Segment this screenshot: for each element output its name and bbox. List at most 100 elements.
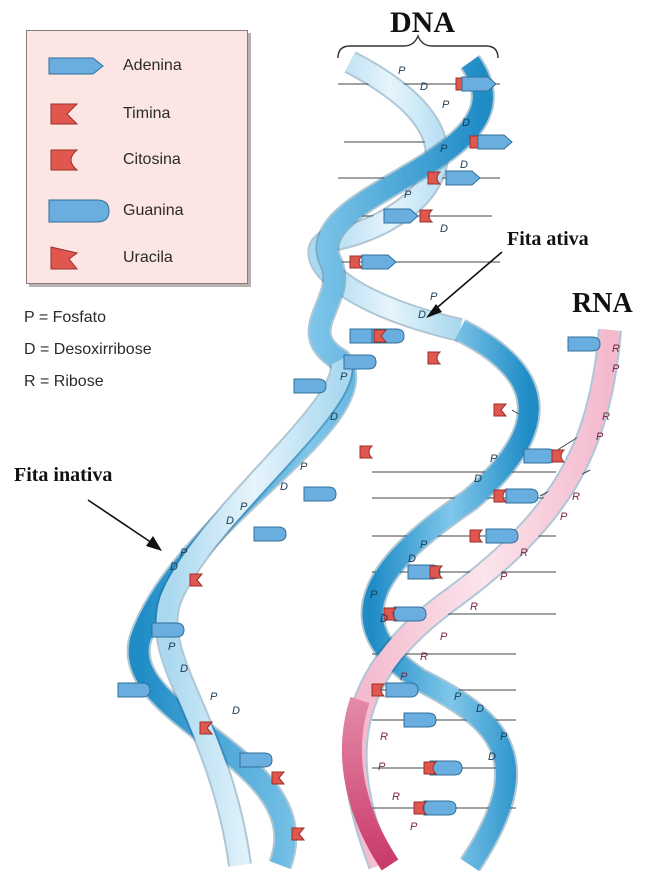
backbone-letter-phosphate: P [240, 501, 248, 513]
backbone-letter-phosphate: P [340, 371, 348, 383]
backbone-letter-deoxyribose: D [460, 159, 468, 171]
backbone-letter-phosphate: P [300, 461, 308, 473]
rna-strand-shadow [356, 330, 610, 865]
backbone-letter-deoxyribose: D [420, 81, 428, 93]
arrow-inactive-strand [88, 500, 162, 551]
legend-item-cytosine: Citosina [27, 145, 249, 175]
guanine-base [254, 527, 286, 541]
adenine-base [446, 171, 480, 185]
legend-label: Uracila [123, 249, 173, 267]
backbone-letter-phosphate: P [612, 363, 620, 375]
backbone-letter-deoxyribose: D [330, 411, 338, 423]
backbone-letter-ribose: R [392, 791, 400, 803]
backbone-letter-deoxyribose: D [476, 703, 484, 715]
backbone-letter-phosphate: P [490, 453, 498, 465]
adenine-base [478, 135, 512, 149]
thymine-base [190, 574, 202, 586]
guanine-base [386, 683, 418, 697]
backbone-letter-phosphate: P [180, 547, 188, 559]
backbone-letter-deoxyribose: D [474, 473, 482, 485]
legend-item-thymine: Timina [27, 99, 249, 129]
guanine-base [240, 753, 272, 767]
backbone-letter-phosphate: P [420, 539, 428, 551]
abbreviation-deoxyribose: D = Desoxirribose [24, 341, 152, 359]
rna-strand [356, 330, 610, 865]
backbone-letter-deoxyribose: D [408, 553, 416, 565]
cytosine-base [360, 446, 372, 458]
abbreviation-ribose: R = Ribose [24, 373, 104, 391]
backbone-letter-deoxyribose: D [226, 515, 234, 527]
backbone-letter-phosphate: P [440, 631, 448, 643]
legend-label: Adenina [123, 57, 182, 75]
thymine-icon [47, 101, 111, 127]
backbone-letter-deoxyribose: D [280, 481, 288, 493]
backbone-letter-phosphate: P [454, 691, 462, 703]
backbone-letter-deoxyribose: D [418, 309, 426, 321]
guanine-base [506, 489, 538, 503]
backbone-letter-ribose: R [380, 731, 388, 743]
backbone-letter-phosphate: P [378, 761, 386, 773]
backbone-letter-phosphate: P [370, 589, 378, 601]
backbone-letter-ribose: R [520, 547, 528, 559]
adenine-base [462, 77, 496, 91]
backbone-letter-ribose: R [420, 651, 428, 663]
thymine-base [272, 772, 284, 784]
backbone-letter-phosphate: P [404, 189, 412, 201]
adenine-base [362, 255, 396, 269]
cytosine-icon [47, 147, 111, 173]
backbone-letter-deoxyribose: D [380, 613, 388, 625]
legend-item-uracil: Uracila [27, 243, 249, 273]
legend-label: Guanina [123, 202, 184, 220]
guanine-base [344, 355, 376, 369]
guanine-base [294, 379, 326, 393]
legend-label: Timina [123, 105, 170, 123]
backbone-letter-deoxyribose: D [488, 751, 496, 763]
thymine-base [494, 404, 506, 416]
thymine-base [292, 828, 304, 840]
backbone-letter-ribose: R [470, 601, 478, 613]
dna-title: DNA [390, 6, 455, 40]
backbone-letter-ribose: R [612, 343, 620, 355]
guanine-base [152, 623, 184, 637]
backbone-letter-phosphate: P [500, 571, 508, 583]
backbone-letter-phosphate: P [398, 65, 406, 77]
backbone-letter-deoxyribose: D [232, 705, 240, 717]
legend-item-guanine: Guanina [27, 196, 249, 226]
uracil-icon [47, 245, 111, 271]
backbone-letter-deoxyribose: D [462, 117, 470, 129]
cytosine-base [494, 490, 506, 502]
backbone-letter-phosphate: P [168, 641, 176, 653]
backbone-letter-deoxyribose: D [440, 223, 448, 235]
guanine-base [524, 449, 556, 463]
backbone-letter-phosphate: P [500, 731, 508, 743]
guanine-base [404, 713, 436, 727]
backbone-letter-phosphate: P [430, 291, 438, 303]
guanine-icon [47, 198, 111, 224]
adenine-base [384, 209, 418, 223]
active-strand-label: Fita ativa [507, 228, 589, 251]
guanine-base [394, 607, 426, 621]
backbone-letter-phosphate: P [560, 511, 568, 523]
backbone-letter-phosphate: P [400, 671, 408, 683]
guanine-base [486, 529, 518, 543]
legend-item-adenine: Adenina [27, 51, 249, 81]
backbone-letter-deoxyribose: D [170, 561, 178, 573]
cytosine-base [428, 352, 440, 364]
abbreviation-phosphate: P = Fosfato [24, 309, 106, 327]
backbone-letter-phosphate: P [210, 691, 218, 703]
backbone-letter-phosphate: P [442, 99, 450, 111]
backbone-letter-phosphate: P [596, 431, 604, 443]
guanine-base [118, 683, 150, 697]
backbone-letter-deoxyribose: D [180, 663, 188, 675]
guanine-base [304, 487, 336, 501]
base-legend: Adenina Timina Citosina Guanina Uracila [26, 30, 248, 284]
backbone-letter-ribose: R [602, 411, 610, 423]
backbone-letter-ribose: R [572, 491, 580, 503]
backbone-letter-phosphate: P [410, 821, 418, 833]
guanine-base [424, 801, 456, 815]
rna-strand-shadow-segment [352, 700, 390, 865]
adenine-icon [47, 53, 111, 79]
legend-label: Citosina [123, 151, 181, 169]
guanine-base [568, 337, 600, 351]
